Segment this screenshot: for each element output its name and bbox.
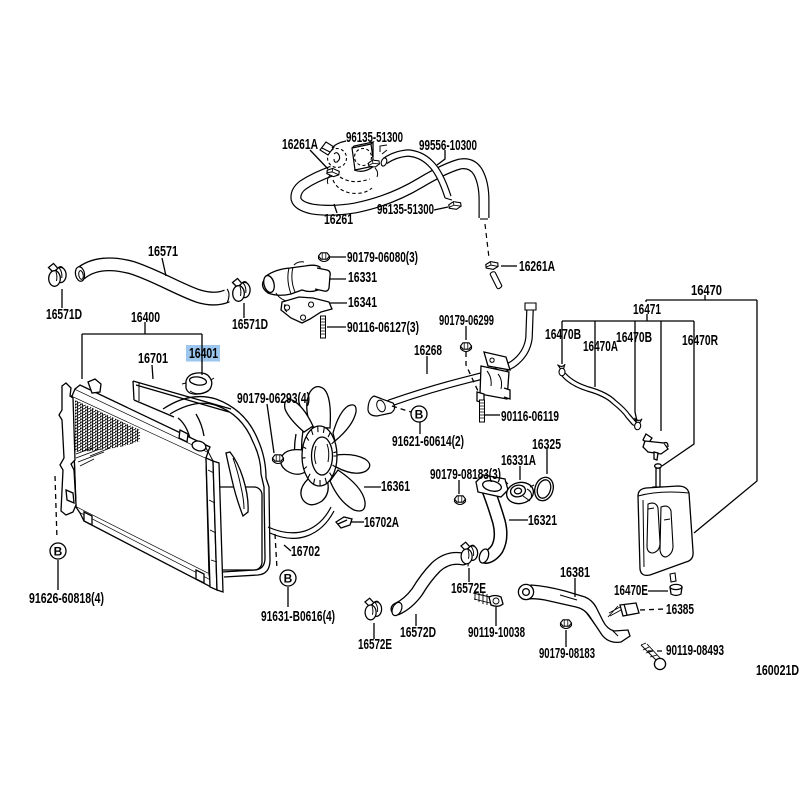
svg-text:16702: 16702 xyxy=(291,544,320,560)
svg-text:99556-10300: 99556-10300 xyxy=(419,138,477,154)
svg-text:16401: 16401 xyxy=(189,346,218,362)
svg-text:90119-08493: 90119-08493 xyxy=(666,643,724,659)
svg-text:90179-06293(4): 90179-06293(4) xyxy=(237,391,310,407)
svg-text:16331: 16331 xyxy=(348,270,377,286)
svg-text:B: B xyxy=(54,545,63,559)
svg-text:16571D: 16571D xyxy=(46,307,82,323)
svg-text:91631-B0616(4): 91631-B0616(4) xyxy=(261,609,335,625)
svg-text:16261A: 16261A xyxy=(282,137,318,153)
svg-text:90179-06080(3): 90179-06080(3) xyxy=(347,250,418,266)
svg-text:16385: 16385 xyxy=(666,602,694,618)
svg-text:90116-06127(3): 90116-06127(3) xyxy=(347,320,419,336)
svg-text:96135-51300: 96135-51300 xyxy=(346,130,403,146)
svg-text:16471: 16471 xyxy=(633,302,661,318)
svg-text:16470R: 16470R xyxy=(682,333,718,349)
svg-text:91621-60614(2): 91621-60614(2) xyxy=(392,434,464,450)
svg-text:91626-60818(4): 91626-60818(4) xyxy=(29,591,104,607)
svg-text:90179-08183: 90179-08183 xyxy=(539,646,595,662)
svg-text:16572E: 16572E xyxy=(358,637,392,653)
svg-text:16261A: 16261A xyxy=(519,259,555,275)
svg-text:90116-06119: 90116-06119 xyxy=(501,409,559,425)
svg-text:16470A: 16470A xyxy=(583,339,618,355)
svg-text:16325: 16325 xyxy=(532,437,561,453)
svg-text:90179-08183(3): 90179-08183(3) xyxy=(430,467,501,483)
svg-text:90119-10038: 90119-10038 xyxy=(468,625,525,641)
svg-text:16470B: 16470B xyxy=(545,327,581,343)
svg-text:16572E: 16572E xyxy=(451,581,486,597)
svg-text:16261: 16261 xyxy=(324,212,353,228)
svg-text:16571D: 16571D xyxy=(232,317,268,333)
svg-text:B: B xyxy=(284,572,293,586)
svg-text:16331A: 16331A xyxy=(501,453,536,469)
svg-text:96135-51300: 96135-51300 xyxy=(377,202,434,218)
svg-text:16341: 16341 xyxy=(348,295,377,311)
svg-text:90179-06299: 90179-06299 xyxy=(439,313,494,329)
svg-text:16268: 16268 xyxy=(414,343,442,359)
svg-text:16571: 16571 xyxy=(148,244,178,260)
svg-text:16470: 16470 xyxy=(691,283,722,299)
svg-text:16572D: 16572D xyxy=(400,625,436,641)
svg-text:16470E: 16470E xyxy=(614,583,648,599)
svg-text:160021D: 160021D xyxy=(756,663,799,679)
svg-text:16470B: 16470B xyxy=(616,330,652,346)
svg-text:16702A: 16702A xyxy=(364,515,399,531)
svg-text:16701: 16701 xyxy=(138,351,168,367)
svg-text:B: B xyxy=(415,408,424,422)
svg-text:16400: 16400 xyxy=(131,310,160,326)
svg-text:16321: 16321 xyxy=(528,513,557,529)
svg-text:16381: 16381 xyxy=(560,565,590,581)
svg-text:16361: 16361 xyxy=(381,479,410,495)
